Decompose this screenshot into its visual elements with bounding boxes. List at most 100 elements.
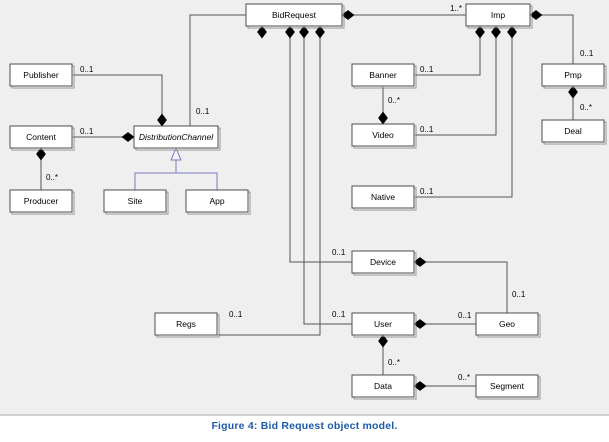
multiplicity-label-banner-video: 0..*: [388, 96, 400, 105]
class-box-data[interactable]: Data: [351, 374, 417, 400]
class-box-rect[interactable]: [133, 125, 219, 149]
uml-class-diagram: DistributionChannel (top) --> Distributi…: [9, 3, 607, 400]
class-box-segment[interactable]: Segment: [475, 374, 541, 400]
multiplicity-label-publisher-distchannel: 0..1: [80, 65, 94, 74]
class-box-rect[interactable]: [475, 374, 539, 398]
class-name-label: Video: [372, 130, 394, 140]
edge-app-distributionchannel: [175, 160, 218, 190]
class-box-app[interactable]: App: [185, 189, 251, 215]
class-name-label: Device: [370, 257, 396, 267]
class-box-rect[interactable]: [475, 312, 539, 336]
class-name-label: Geo: [499, 319, 515, 329]
composition-diamond-imp-pmp: [529, 10, 543, 20]
class-name-label: App: [209, 196, 224, 206]
class-name-label: Producer: [24, 196, 59, 206]
class-name-label: Content: [26, 132, 56, 142]
multiplicity-label-layer: 1..*0..10..10..10..*0..10..*0..10..10..1…: [46, 4, 594, 382]
class-name-label: DistributionChannel: [139, 132, 214, 142]
composition-diamond-imp-native: [507, 25, 517, 39]
composition-diamond-user-geo: [413, 319, 427, 329]
edge-imp-banner: [414, 26, 481, 76]
edge-imp-native: [414, 26, 513, 198]
class-box-rect[interactable]: [351, 123, 415, 147]
class-box-user[interactable]: User: [351, 312, 417, 338]
multiplicity-label-imp-banner: 0..1: [420, 65, 434, 74]
class-box-rect[interactable]: [351, 374, 415, 398]
class-box-geo[interactable]: Geo: [475, 312, 541, 338]
edge-bidrequest-regs: [216, 26, 321, 336]
class-box-publisher[interactable]: Publisher: [9, 63, 75, 89]
class-box-rect[interactable]: [154, 312, 218, 336]
class-box-rect[interactable]: [9, 63, 73, 87]
composition-diamond-pmp-deal: [568, 85, 578, 99]
edge-site-distributionchannel: [134, 160, 177, 190]
class-box-producer[interactable]: Producer: [9, 189, 75, 215]
class-box-native[interactable]: Native: [351, 185, 417, 211]
multiplicity-label-data-segment: 0..*: [458, 373, 470, 382]
edge-bidrequest-device: [289, 26, 352, 263]
edge-imp-pmp: [530, 14, 574, 64]
generalization-triangle-icon: [170, 146, 182, 161]
class-name-label: Imp: [491, 10, 505, 20]
class-box-regs[interactable]: Regs: [154, 312, 220, 338]
class-name-label: Publisher: [23, 70, 59, 80]
class-box-rect[interactable]: [351, 63, 415, 87]
class-name-label: BidRequest: [272, 10, 317, 20]
class-box-rect[interactable]: [245, 3, 343, 27]
class-box-rect[interactable]: [351, 250, 415, 274]
multiplicity-label-bidrequest-device: 0..1: [332, 248, 346, 257]
multiplicity-label-bidrequest-user: 0..1: [332, 310, 346, 319]
generalization-layer: [134, 146, 218, 190]
composition-diamond-bidrequest-device: [285, 25, 295, 39]
composition-diamond-bidrequest-user: [299, 25, 309, 39]
multiplicity-label-content-producer: 0..*: [46, 173, 58, 182]
class-box-rect[interactable]: [541, 63, 605, 87]
composition-diamond-publisher-distributionchannel: [157, 113, 167, 127]
class-box-video[interactable]: Video: [351, 123, 417, 149]
class-box-rect[interactable]: [351, 312, 415, 336]
class-box-rect[interactable]: [185, 189, 249, 213]
class-name-label: Native: [371, 192, 395, 202]
class-box-content[interactable]: Content: [9, 125, 75, 151]
class-name-label: Data: [374, 381, 392, 391]
class-box-device[interactable]: Device: [351, 250, 417, 276]
diamond-layer: [36, 10, 578, 391]
class-box-rect[interactable]: [465, 3, 531, 27]
class-box-rect[interactable]: [9, 125, 73, 149]
class-box-distributionchannel[interactable]: DistributionChannel: [133, 125, 221, 151]
multiplicity-label-user-data: 0..*: [388, 358, 400, 367]
multiplicity-label-bidrequest-regs: 0..1: [229, 310, 243, 319]
class-name-label: Pmp: [564, 70, 582, 80]
class-box-imp[interactable]: Imp: [465, 3, 533, 29]
class-box-pmp[interactable]: Pmp: [541, 63, 607, 89]
class-name-label: Segment: [490, 381, 525, 391]
composition-diamond-content-distributionchannel: [121, 132, 135, 142]
composition-diamond-data-segment: [413, 381, 427, 391]
diagram-canvas: DistributionChannel (top) --> Distributi…: [0, 0, 609, 416]
edge-publisher-distributionchannel: [72, 74, 163, 126]
class-box-deal[interactable]: Deal: [541, 119, 607, 145]
class-box-bidrequest[interactable]: BidRequest: [245, 3, 345, 29]
composition-diamond-bidrequest-distributionchannel: [257, 25, 267, 39]
edge-device-geo: [414, 261, 508, 313]
class-name-label: Banner: [369, 70, 397, 80]
composition-diamond-imp-banner: [475, 25, 485, 39]
multiplicity-label-bidrequest-distchannel: 0..1: [196, 107, 210, 116]
composition-diamond-banner-video: [378, 111, 388, 125]
class-name-label: Deal: [564, 126, 582, 136]
multiplicity-label-imp-video: 0..1: [420, 125, 434, 134]
class-box-rect[interactable]: [103, 189, 167, 213]
class-box-site[interactable]: Site: [103, 189, 169, 215]
class-name-label: User: [374, 319, 392, 329]
class-box-banner[interactable]: Banner: [351, 63, 417, 89]
class-box-rect[interactable]: [9, 189, 73, 213]
multiplicity-label-imp-pmp: 0..1: [580, 49, 594, 58]
composition-diamond-user-data: [378, 334, 388, 348]
composition-diamond-device-geo: [413, 257, 427, 267]
class-name-label: Site: [128, 196, 143, 206]
multiplicity-label-pmp-deal: 0..*: [580, 103, 592, 112]
class-name-label: Regs: [176, 319, 196, 329]
class-box-rect[interactable]: [541, 119, 605, 143]
class-box-rect[interactable]: [351, 185, 415, 209]
